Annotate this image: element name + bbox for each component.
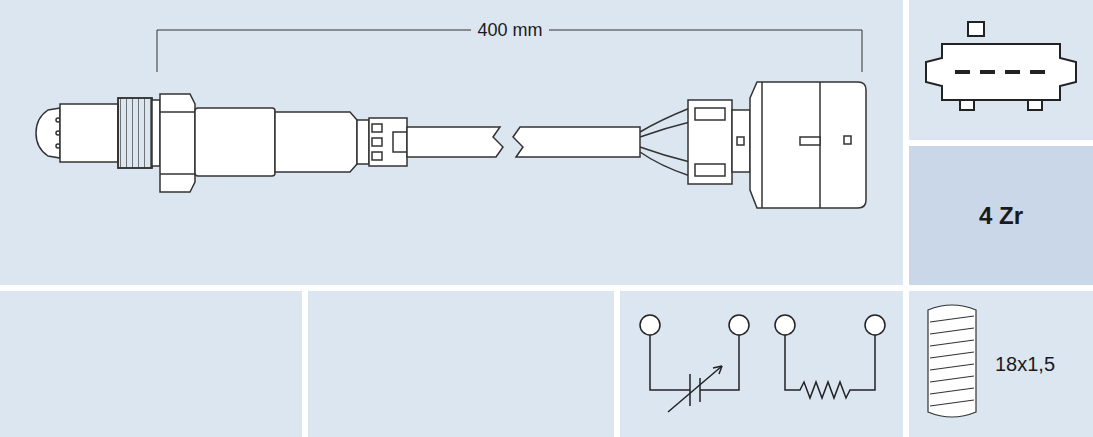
thread-size: 18x1,5 [995,353,1055,376]
element-type: 4 Zr [979,202,1023,230]
schematic-panel [620,291,903,437]
main-panel [0,0,903,285]
sensor-schematic [640,315,885,412]
empty-panel [0,291,302,437]
empty-panel [308,291,614,437]
connector-panel [909,0,1093,140]
element-panel [909,146,1093,285]
thread-icon [928,305,976,417]
connector-icon [926,22,1076,110]
dimension-label: 400 mm [471,20,548,41]
lambda-sensor [36,82,866,208]
thread-cell: 18x1,5 [909,291,1093,437]
element-cell: 4 Zr [909,146,1093,285]
thread-panel [909,291,1093,437]
